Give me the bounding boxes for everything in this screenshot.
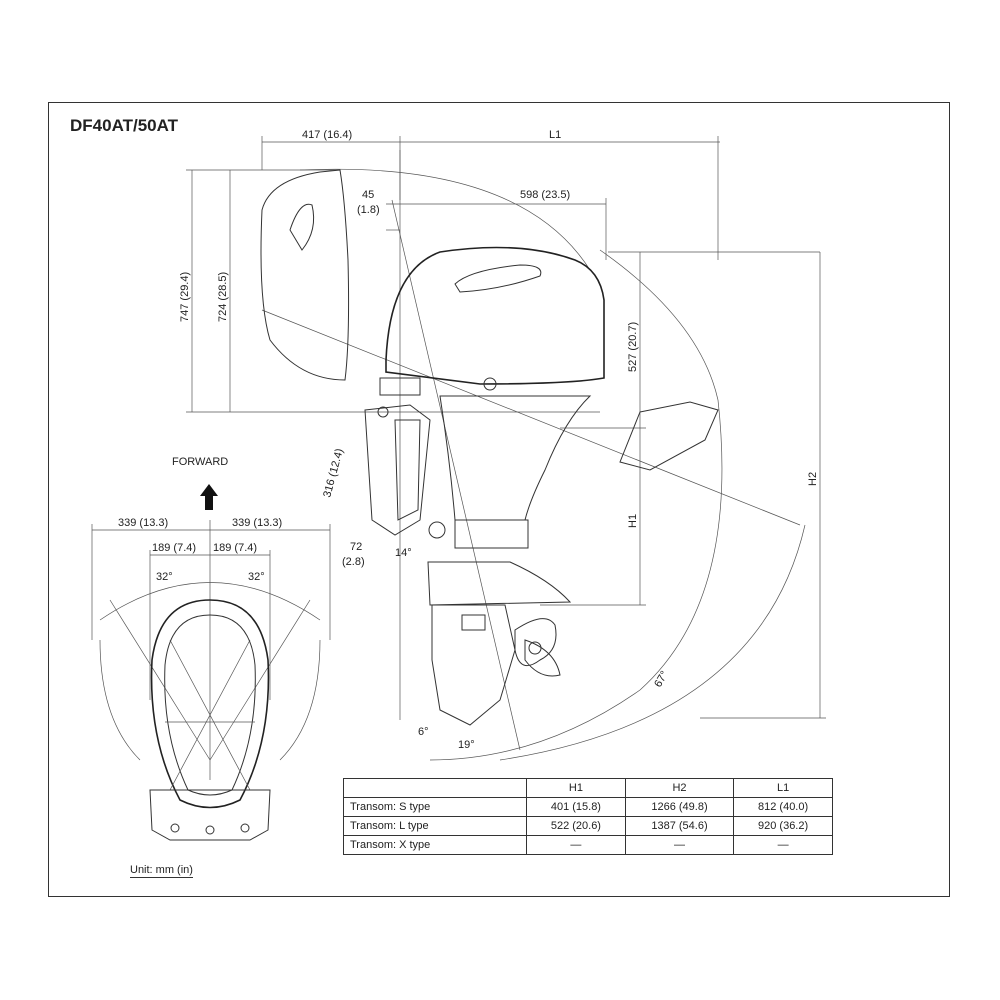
- table-cell: 522 (20.6): [526, 816, 626, 836]
- table-cell: 1266 (49.8): [624, 797, 735, 817]
- front-view: [91, 520, 331, 841]
- dim-H1: H1: [627, 514, 639, 528]
- angle-67: 67°: [652, 669, 671, 689]
- unit-label: Unit: mm (in): [130, 864, 193, 878]
- dim-72: 72: [350, 541, 362, 553]
- dim-316: 316 (12.4): [321, 447, 346, 499]
- table-cell: 401 (15.8): [526, 797, 626, 817]
- table-cell: 812 (40.0): [733, 797, 833, 817]
- dim-L1-top: L1: [549, 129, 561, 141]
- dim-747: 747 (29.4): [179, 272, 191, 322]
- dim-45-in: (1.8): [357, 204, 380, 216]
- table-cell: Transom: S type: [343, 797, 527, 817]
- forward-arrow-icon: [200, 484, 218, 510]
- table-cell: 1387 (54.6): [624, 816, 735, 836]
- top-dimension-lines: [261, 136, 720, 260]
- table-cell: 920 (36.2): [733, 816, 833, 836]
- forward-label: FORWARD: [172, 456, 229, 468]
- tilt-arcs: [261, 150, 806, 761]
- table-row: Transom: S type 401 (15.8) 1266 (49.8) 8…: [343, 797, 833, 817]
- dim-724: 724 (28.5): [217, 272, 229, 322]
- angle-32-left: 32°: [156, 571, 173, 583]
- angle-32-right: 32°: [248, 571, 265, 583]
- table-header-cell: [343, 778, 527, 798]
- dim-417: 417 (16.4): [302, 129, 352, 141]
- diagram-frame: [48, 102, 950, 897]
- tilted-engine-outline: [260, 169, 719, 471]
- table-cell: Transom: X type: [343, 835, 527, 855]
- left-vertical-dimensions: [186, 169, 600, 413]
- spec-table: H1 H2 L1 Transom: S type 401 (15.8) 1266…: [343, 778, 833, 855]
- diagram-title: DF40AT/50AT: [70, 116, 179, 135]
- angle-6: 6°: [418, 726, 429, 738]
- table-header-cell: L1: [733, 778, 833, 798]
- table-header-row: H1 H2 L1: [343, 778, 833, 798]
- table-row: Transom: X type — — —: [343, 835, 833, 855]
- table-row: Transom: L type 522 (20.6) 1387 (54.6) 9…: [343, 816, 833, 836]
- dim-72-in: (2.8): [342, 556, 365, 568]
- dim-45: 45: [362, 189, 374, 201]
- table-cell: —: [733, 835, 833, 855]
- table-header-cell: H1: [526, 778, 626, 798]
- table-cell: —: [624, 835, 735, 855]
- dim-527: 527 (20.7): [627, 322, 639, 372]
- main-engine-side: [364, 246, 605, 726]
- table-header-cell: H2: [624, 778, 735, 798]
- dim-339-right: 339 (13.3): [232, 517, 282, 529]
- dim-339-left: 339 (13.3): [118, 517, 168, 529]
- table-cell: —: [526, 835, 626, 855]
- dim-H2: H2: [807, 472, 819, 486]
- dim-598: 598 (23.5): [520, 189, 570, 201]
- angle-14: 14°: [395, 547, 412, 559]
- dim-189-right: 189 (7.4): [213, 542, 257, 554]
- table-cell: Transom: L type: [343, 816, 527, 836]
- angle-19: 19°: [458, 739, 475, 751]
- dim-189-left: 189 (7.4): [152, 542, 196, 554]
- right-vertical-dimensions: [540, 251, 826, 719]
